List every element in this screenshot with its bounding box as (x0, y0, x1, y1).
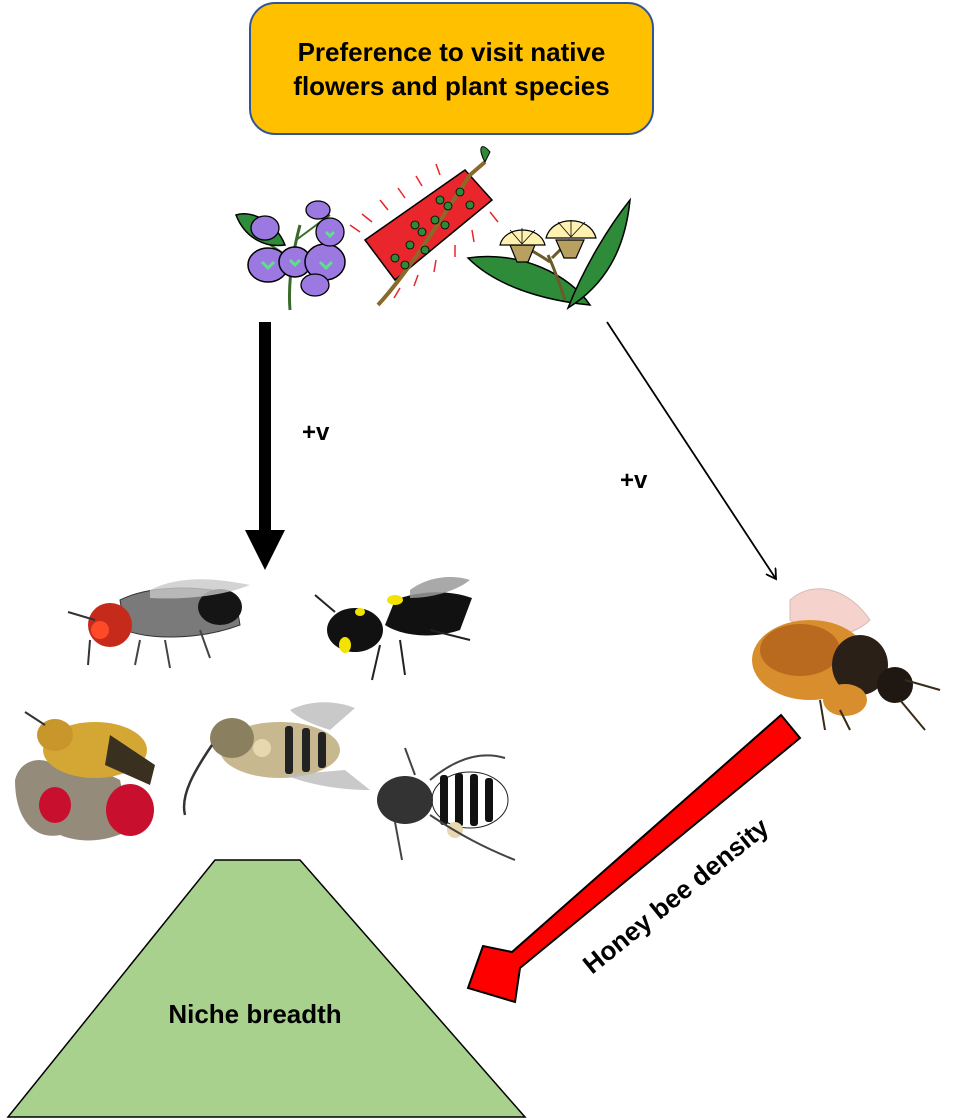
native-bee-icon (314, 577, 472, 681)
native-bee-icon (377, 747, 516, 861)
arrow-flowers-to-native-bees (245, 322, 285, 570)
edge-label-right: +v (620, 467, 648, 494)
honey-bee-density-arrow (466, 713, 802, 1004)
hardenbergia-flower-icon (235, 200, 346, 311)
niche-breadth-shape (6, 859, 527, 1118)
native-bee-icon (67, 579, 250, 669)
niche-breadth-label: Niche breadth (168, 999, 341, 1029)
edge-label-left: +v (302, 419, 330, 446)
eucalyptus-flower-icon (466, 197, 631, 310)
native-bee-icon (182, 702, 370, 816)
bottlebrush-flower-icon (349, 146, 499, 307)
native-bee-icon (15, 711, 155, 841)
honey-bee-icon (752, 588, 941, 731)
title-box: Preference to visit native flowers and p… (249, 2, 654, 135)
arrow-flowers-to-honey-bee (606, 321, 776, 579)
